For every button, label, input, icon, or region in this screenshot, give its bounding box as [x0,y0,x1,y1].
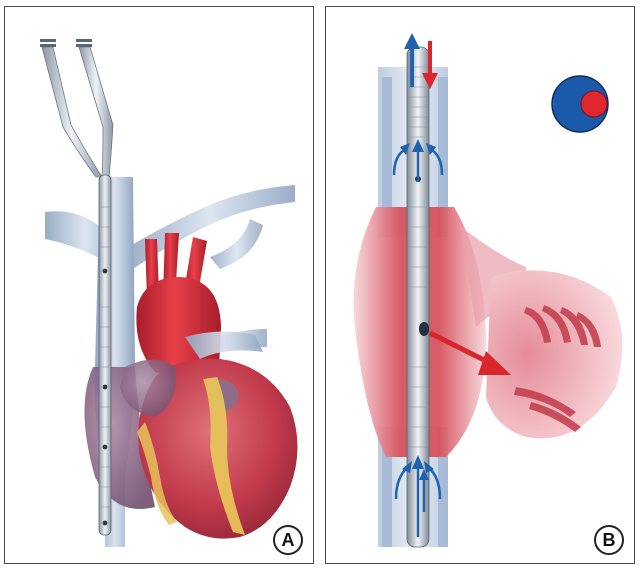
heart [120,359,298,539]
panel-a: A [4,6,314,564]
aorta [136,233,221,380]
panel-b-label: B [594,525,624,555]
panel-a-illustration [5,7,314,564]
panel-b-illustration [326,7,635,564]
infusion-port [419,322,429,336]
tricuspid-valve [486,270,622,438]
panel-a-label: A [273,525,303,555]
panel-b: B [325,6,635,564]
double-lumen-cross-section-icon [552,76,608,132]
